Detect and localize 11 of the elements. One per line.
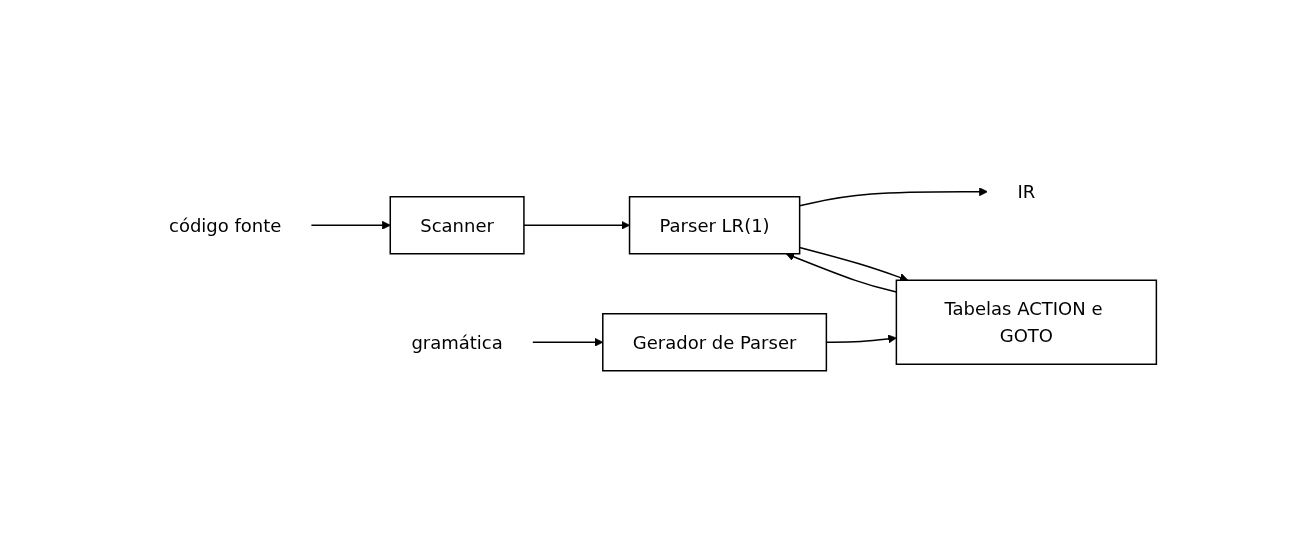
arrow [531, 337, 603, 347]
arrow [785, 252, 897, 293]
node-box: Tabelas ACTION e GOTO [895, 279, 1157, 365]
node-text: gramática [411, 331, 503, 353]
arrow [310, 220, 391, 230]
node-text: IR [1017, 181, 1036, 203]
node-text: código fonte [168, 214, 282, 236]
node-box: Parser LR(1) [628, 196, 801, 255]
arrow [523, 220, 630, 230]
node-box: Gerador de Parser [601, 313, 827, 372]
node-box: Scanner [389, 196, 525, 255]
